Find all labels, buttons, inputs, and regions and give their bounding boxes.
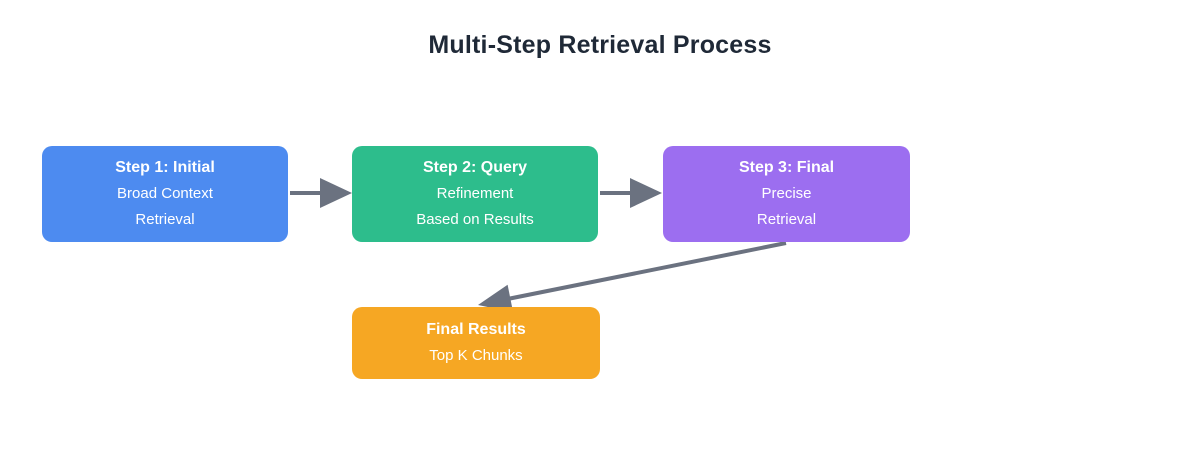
node-step3: Step 3: Final Precise Retrieval: [663, 146, 910, 242]
node-step1: Step 1: Initial Broad Context Retrieval: [42, 146, 288, 242]
node-step1-line1: Broad Context: [117, 185, 213, 202]
arrow-step3-to-final: [478, 241, 787, 313]
node-step3-line1: Precise: [761, 185, 812, 202]
node-step2-line1: Refinement: [436, 185, 514, 202]
node-final-results-title: Final Results: [426, 321, 526, 338]
node-step1-title: Step 1: Initial: [115, 159, 215, 176]
node-step1-line2: Retrieval: [135, 211, 195, 228]
diagram-title: Multi-Step Retrieval Process: [428, 31, 772, 59]
node-step2-title: Step 2: Query: [422, 159, 528, 176]
arrow-step2-to-step3: [600, 178, 662, 208]
node-step3-line2: Retrieval: [756, 211, 817, 228]
node-step3-title: Step 3: Final: [738, 159, 835, 176]
node-step2-line2: Based on Results: [416, 211, 534, 228]
node-step2: Step 2: Query Refinement Based on Result…: [352, 146, 598, 242]
arrow-step1-to-step2: [290, 178, 352, 208]
node-final-results-line1: Top K Chunks: [429, 347, 523, 364]
node-final-results: Final Results Top K Chunks: [352, 307, 600, 379]
